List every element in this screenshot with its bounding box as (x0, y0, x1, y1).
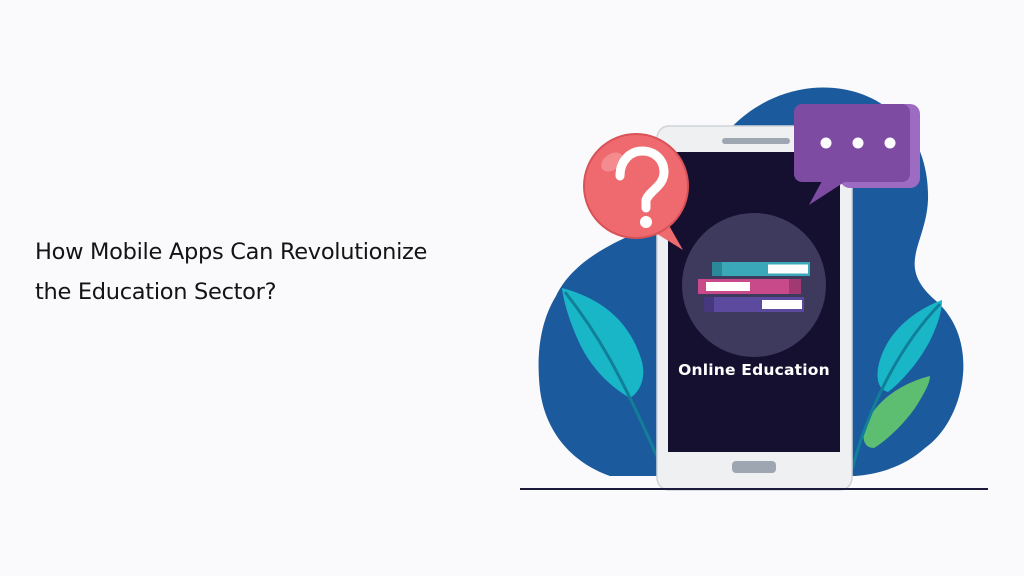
chat-dots-icon (794, 104, 920, 205)
phone-home-button (732, 461, 776, 473)
title-line-1: How Mobile Apps Can Revolutionize (35, 239, 428, 265)
question-mark-icon (583, 133, 689, 250)
phone-illustration: Online Education (656, 125, 853, 491)
screen-label: Online Education (678, 361, 830, 379)
page-title: How Mobile Apps Can Revolutionize the Ed… (35, 232, 555, 312)
leaf-icon (850, 300, 942, 471)
leaf-icon (562, 288, 667, 476)
book-stack-icon (698, 262, 810, 312)
title-line-2: the Education Sector? (35, 279, 277, 305)
phone-earpiece (722, 138, 790, 144)
